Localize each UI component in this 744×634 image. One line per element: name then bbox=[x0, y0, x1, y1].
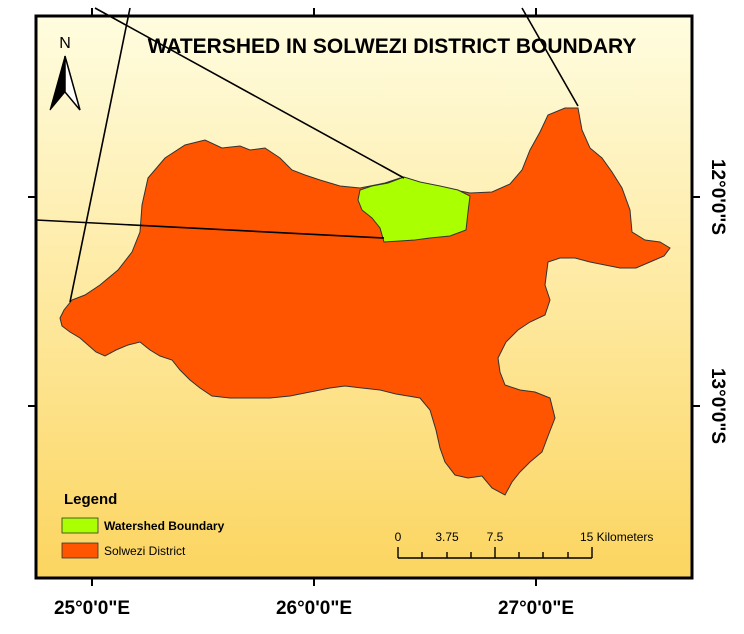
watershed-boundary-polygon bbox=[357, 176, 471, 243]
scale-label: 3.75 bbox=[435, 530, 459, 544]
legend-swatch-district bbox=[61, 542, 99, 559]
y-tick-label: 13°0'0"S bbox=[707, 368, 728, 444]
scale-label: 0 bbox=[395, 530, 402, 544]
solwezi-district-polygon bbox=[59, 107, 671, 496]
y-tick-label: 12°0'0"S bbox=[707, 159, 728, 235]
scale-label: 15 Kilometers bbox=[580, 530, 653, 544]
x-tick-label: 26°0'0"E bbox=[276, 598, 352, 619]
scale-bar: 0 3.75 7.5 15 Kilometers bbox=[395, 530, 653, 559]
legend-swatch-watershed bbox=[61, 517, 99, 534]
frame-ticks bbox=[28, 8, 700, 586]
north-arrow-label: N bbox=[59, 35, 71, 52]
x-tick-label: 25°0'0"E bbox=[54, 598, 130, 619]
scale-label: 7.5 bbox=[487, 530, 504, 544]
legend-label-watershed: Watershed Boundary bbox=[104, 519, 225, 533]
legend: Legend Watershed Boundary Solwezi Distri… bbox=[61, 491, 225, 559]
legend-title: Legend bbox=[64, 491, 117, 508]
leader-lines bbox=[35, 7, 579, 303]
north-arrow: N bbox=[49, 35, 81, 111]
x-tick-label: 27°0'0"E bbox=[498, 598, 574, 619]
map-title: WATERSHED IN SOLWEZI DISTRICT BOUNDARY bbox=[148, 35, 637, 58]
legend-label-district: Solwezi District bbox=[104, 544, 186, 558]
north-arrow-icon bbox=[49, 55, 81, 111]
